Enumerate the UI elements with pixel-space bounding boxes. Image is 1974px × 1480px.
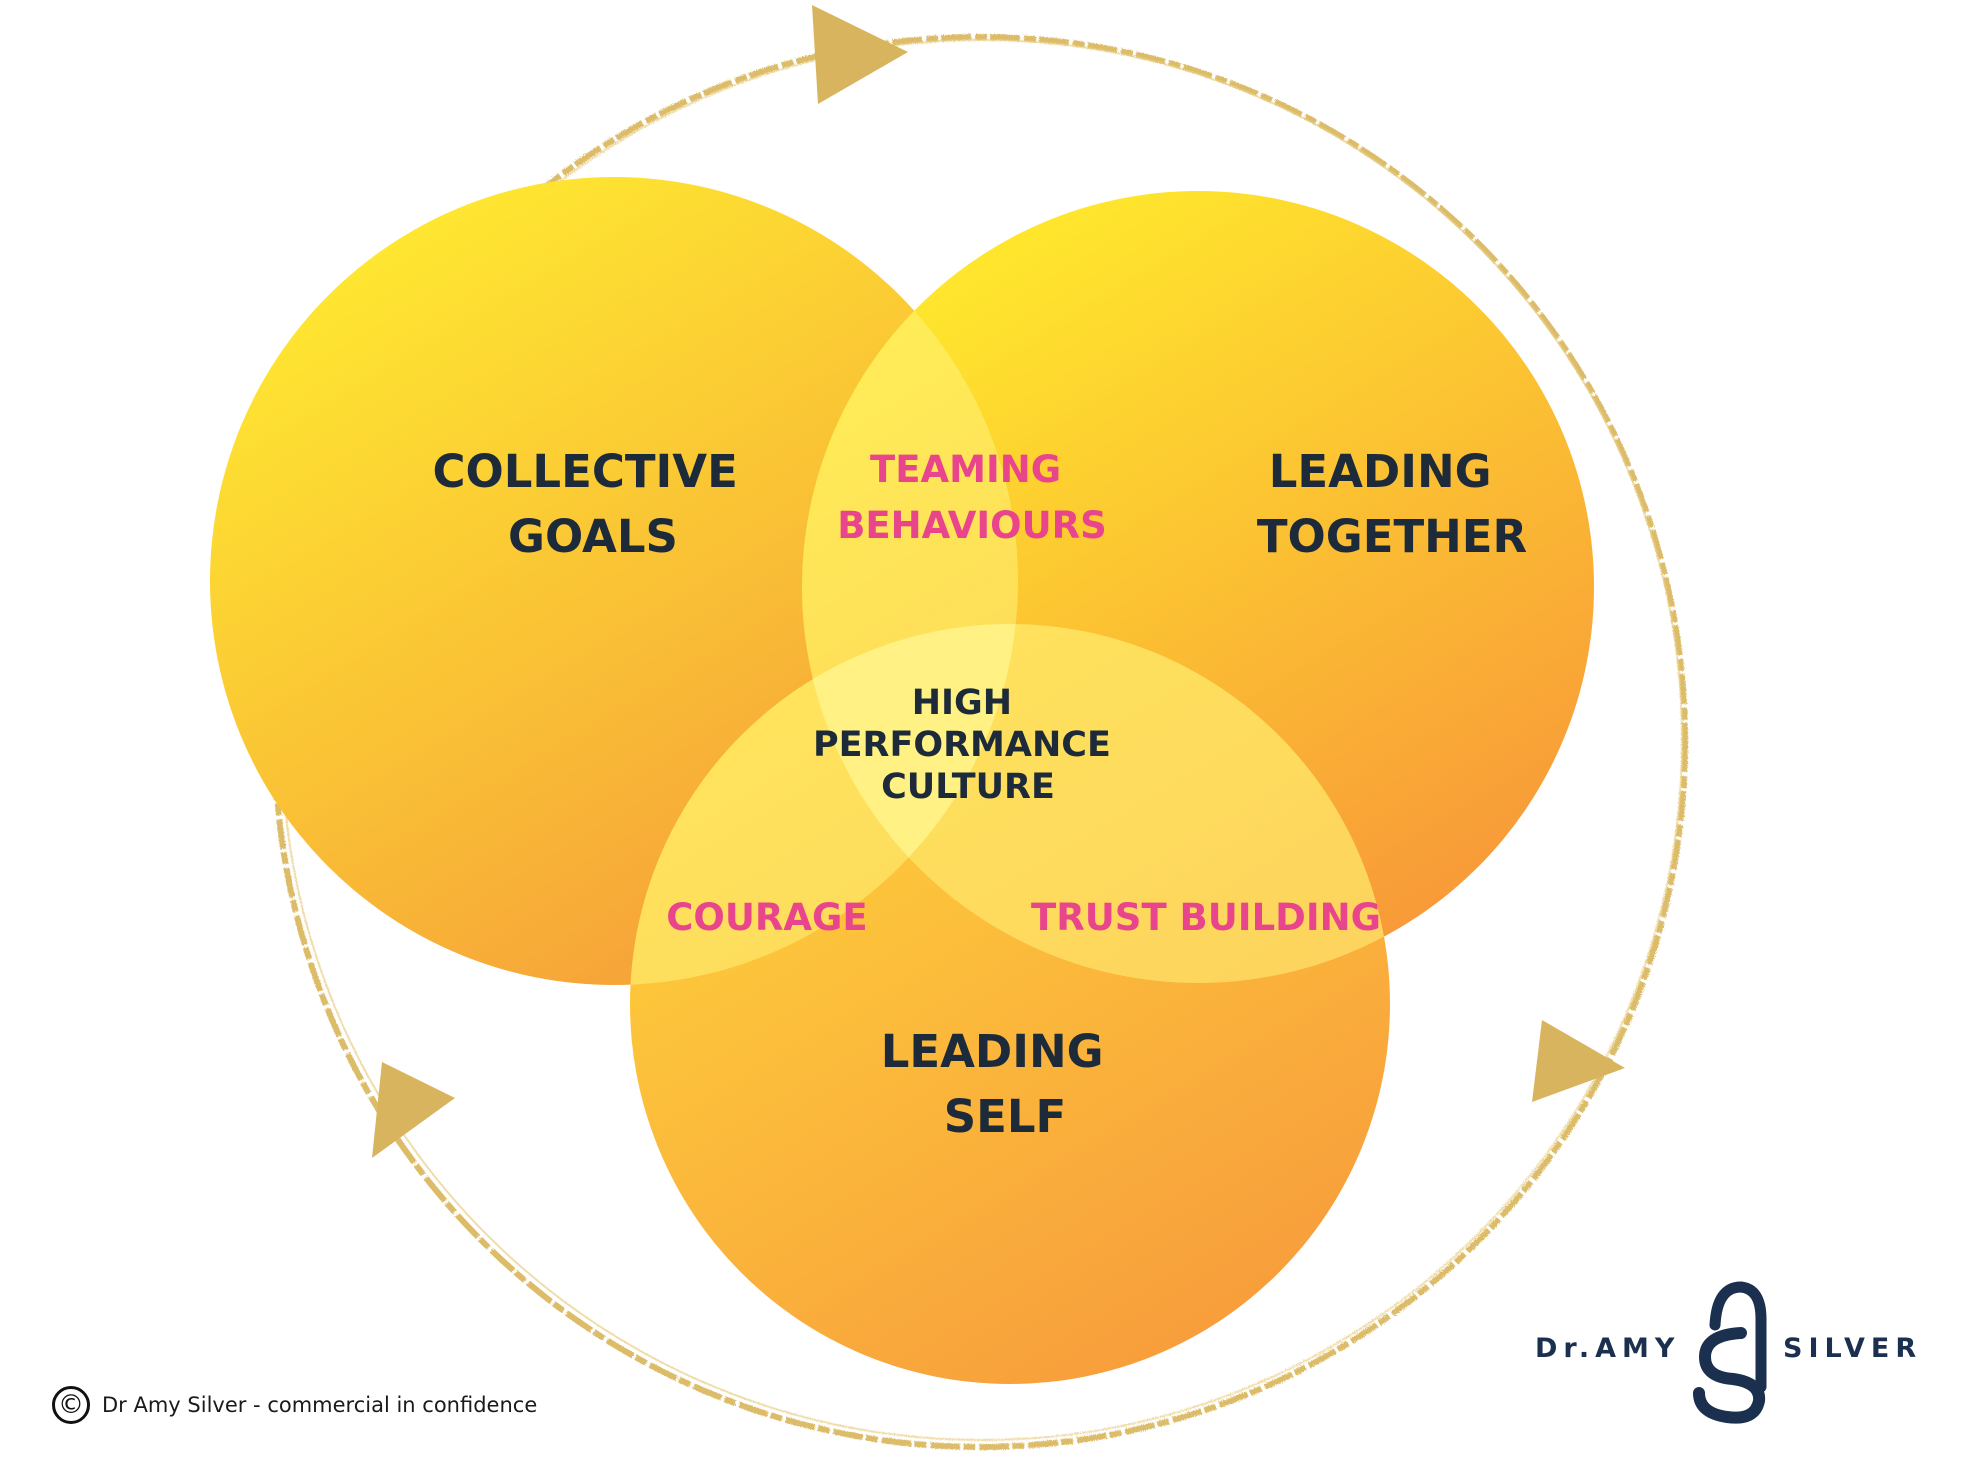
label-high-performance-culture: HIGH PERFORMANCE CULTURE [813,683,1123,807]
label-leading-together: LEADING TOGETHER [1257,445,1527,563]
copyright-icon: © [52,1386,90,1424]
brand-name-left: Dr.AMY [1535,1333,1681,1364]
label-collective-goals: COLLECTIVE GOALS [432,445,753,563]
label-courage: COURAGE [666,896,867,939]
brand-name-right: SILVER [1783,1333,1923,1364]
overlap-ac [630,624,1018,985]
cycle-arrow-icon [812,5,908,104]
cycle-arrow-icon [1532,1020,1625,1102]
copyright-footer: © Dr Amy Silver - commercial in confiden… [52,1380,537,1430]
label-teaming-behaviours: TEAMING BEHAVIOURS [837,448,1107,547]
brand-logo: Dr.AMY SILVER [1535,1275,1916,1425]
cycle-arrow-icon [372,1062,455,1158]
label-leading-self: LEADING SELF [881,1025,1120,1143]
copyright-text: Dr Amy Silver - commercial in confidence [102,1393,538,1417]
brand-monogram-icon [1693,1281,1767,1424]
label-trust-building: TRUST BUILDING [1031,896,1381,939]
